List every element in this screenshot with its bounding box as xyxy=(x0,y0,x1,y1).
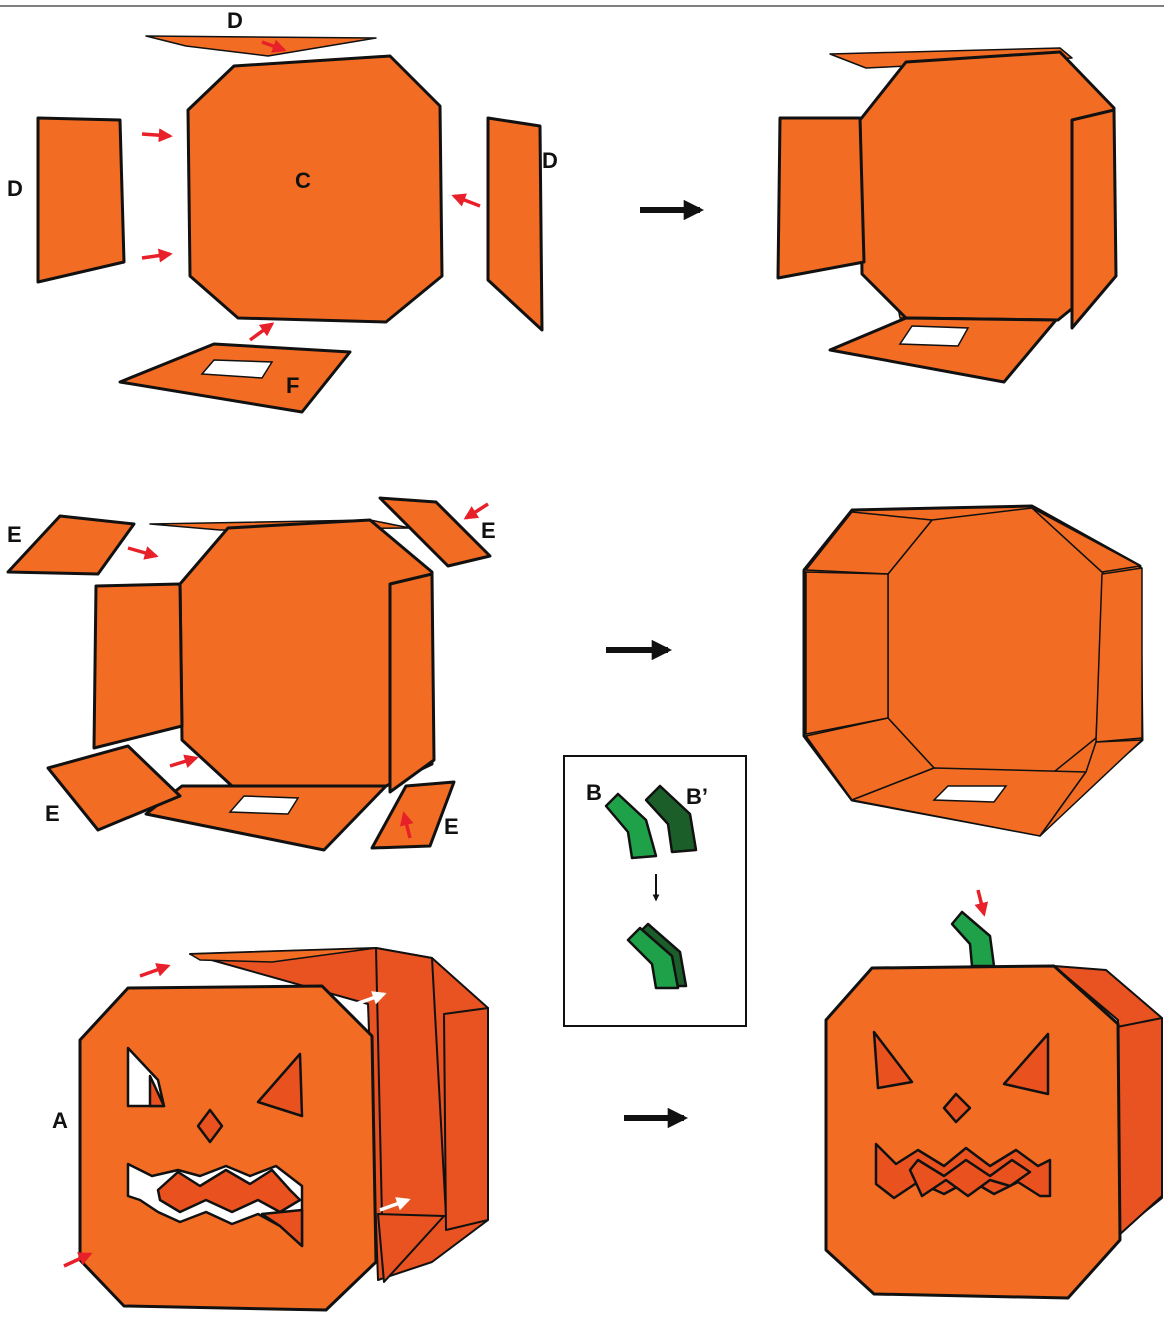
corner-e-bottom-right xyxy=(372,782,454,848)
final-face-panel xyxy=(826,966,1120,1298)
label-stem-b: B xyxy=(586,780,602,805)
label-corner-e-bottom-left: E xyxy=(45,801,60,826)
label-top-flap-d: D xyxy=(227,8,243,33)
red-arrow-right xyxy=(454,196,480,206)
step1-exploded-parts: D C D D F xyxy=(7,8,558,412)
label-left-flap-d: D xyxy=(7,176,23,201)
label-center-panel-c: C xyxy=(295,168,311,193)
red-arrow-e-top-right xyxy=(466,504,488,518)
stem-inset: B B’ xyxy=(564,756,746,1026)
right-flap-d xyxy=(488,118,542,330)
bottom-flap-f xyxy=(120,344,350,412)
corner-e-top-left xyxy=(8,516,134,574)
label-corner-e-bottom-right: E xyxy=(444,814,459,839)
bottom-flap-window xyxy=(202,360,272,378)
label-corner-e-top-right: E xyxy=(481,518,496,543)
red-arrow-stem xyxy=(978,890,984,914)
face-panel-a xyxy=(80,986,376,1310)
label-bottom-flap-f: F xyxy=(286,373,299,398)
step1-result xyxy=(778,48,1116,382)
step3-face-attach: A xyxy=(52,948,488,1310)
label-stem-b-prime: B’ xyxy=(686,784,708,809)
red-arrow-bottom xyxy=(250,324,272,340)
label-corner-e-top-left: E xyxy=(7,522,22,547)
top-flap-d xyxy=(146,36,376,56)
left-flap-d xyxy=(38,118,124,282)
label-face-panel-a: A xyxy=(52,1108,68,1133)
red-arrow-left-upper xyxy=(142,134,170,136)
step2-corner-pieces: E E E E xyxy=(7,498,496,850)
red-arrow-face-top xyxy=(140,966,168,976)
final-pumpkin xyxy=(826,890,1162,1298)
red-arrow-e-top-left xyxy=(128,548,156,556)
label-right-flap-d: D xyxy=(542,148,558,173)
final-stem xyxy=(952,912,994,966)
red-arrow-e-bottom-left xyxy=(170,758,196,766)
center-panel-c xyxy=(188,56,442,322)
red-arrow-left-lower xyxy=(142,254,170,258)
step2-result xyxy=(804,506,1142,836)
